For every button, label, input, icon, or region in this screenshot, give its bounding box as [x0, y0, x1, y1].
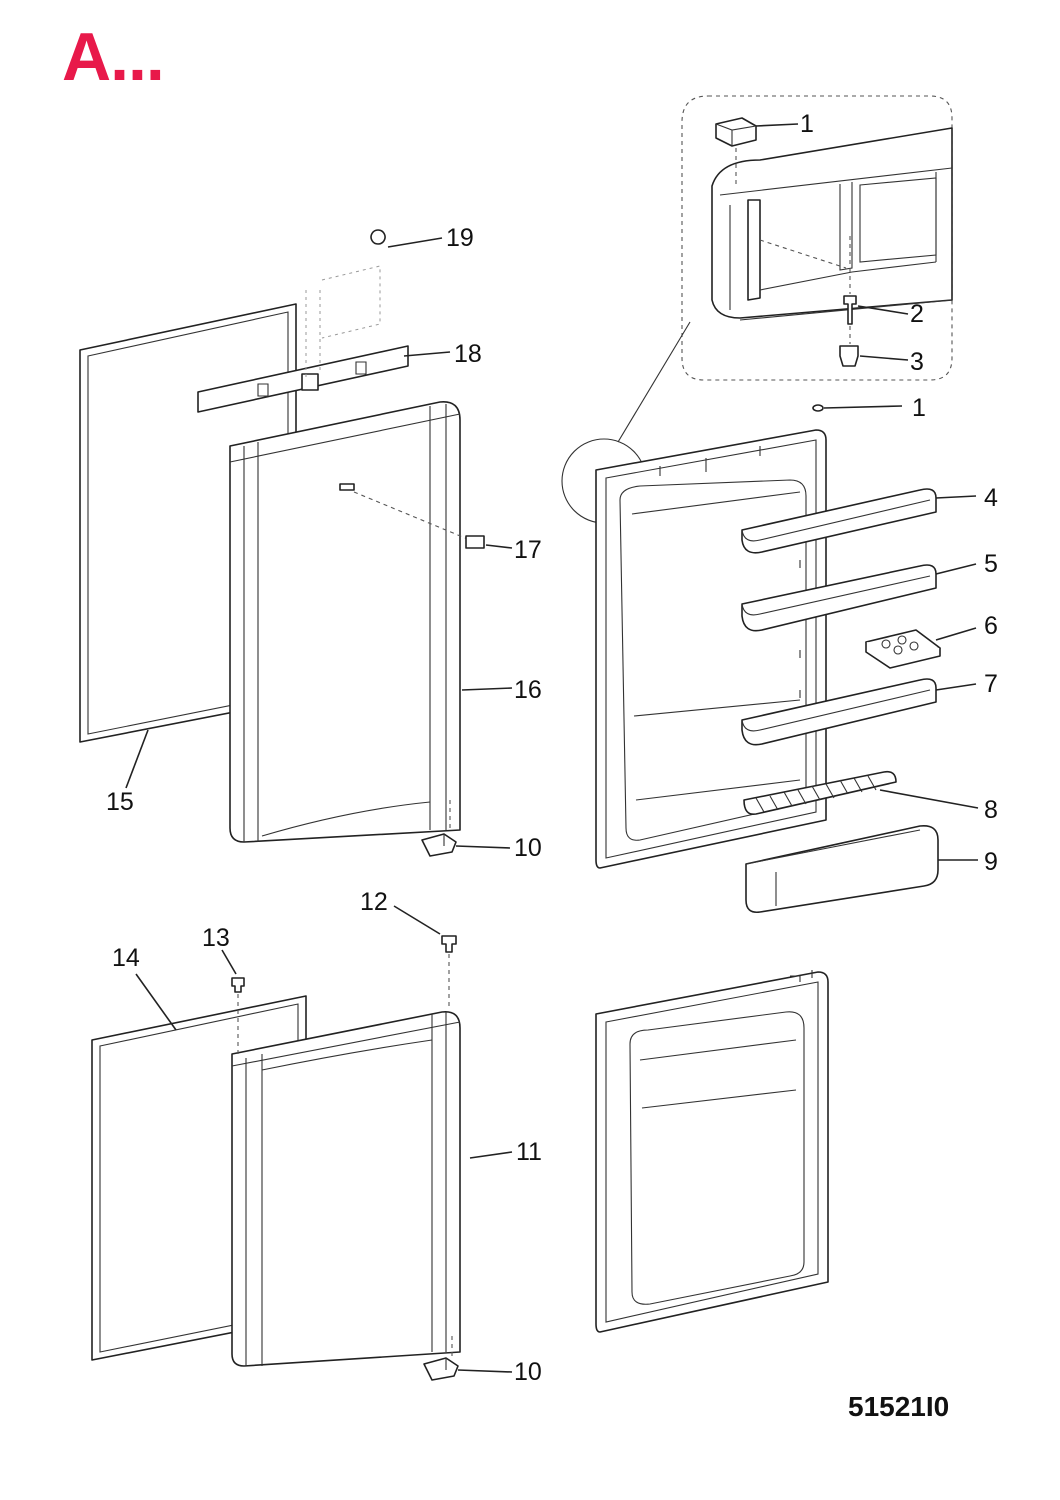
upper-door: [229, 401, 513, 843]
callout-2: 2: [910, 300, 924, 328]
screw: [843, 295, 857, 325]
door-shelf-upper: [741, 488, 977, 554]
callout-19: 19: [446, 224, 474, 252]
callout-13: 13: [202, 924, 230, 952]
lower-door-screw: [221, 949, 245, 1054]
callout-10-upper: 10: [514, 834, 542, 862]
lower-door: [231, 1011, 513, 1367]
top-hinge-bracket: [197, 229, 451, 413]
callout-12: 12: [360, 888, 388, 916]
callout-16: 16: [514, 676, 542, 704]
section-title: A...: [62, 19, 165, 95]
callout-1-pin: 1: [912, 394, 926, 422]
door-pin: [812, 404, 903, 412]
callout-8: 8: [984, 796, 998, 824]
callout-14: 14: [112, 944, 140, 972]
egg-tray: [865, 627, 977, 669]
door-shelf-lower: [741, 678, 977, 746]
hinge-cap: [715, 117, 757, 147]
lower-door-stop: [423, 1336, 513, 1381]
callout-7: 7: [984, 670, 998, 698]
hinge-housing: [747, 199, 761, 301]
upper-door-stop: [421, 833, 511, 857]
logo-badge: [465, 535, 485, 549]
callout-17: 17: [514, 536, 542, 564]
callout-1: 1: [800, 110, 814, 138]
callout-3: 3: [910, 348, 924, 376]
magnifier-connector: [617, 321, 691, 443]
callout-9: 9: [984, 848, 998, 876]
callout-4: 4: [984, 484, 998, 512]
callout-18: 18: [454, 340, 482, 368]
drawing-code: 51521I0: [848, 1391, 949, 1422]
door-shelf-middle: [741, 563, 977, 632]
detail-inset: [561, 95, 953, 524]
callout-6: 6: [984, 612, 998, 640]
callout-15: 15: [106, 788, 134, 816]
bottle-shelf: [745, 824, 978, 914]
lower-hinge-screw: [393, 905, 457, 1010]
lower-door-liner: [595, 970, 829, 1333]
hinge-pin-cap: [370, 229, 386, 245]
door-logo-badge: [339, 483, 355, 491]
callout-10-lower: 10: [514, 1358, 542, 1386]
bush: [839, 345, 859, 367]
callout-11: 11: [516, 1138, 542, 1166]
callout-5: 5: [984, 550, 998, 578]
bottle-rack: [743, 770, 979, 816]
